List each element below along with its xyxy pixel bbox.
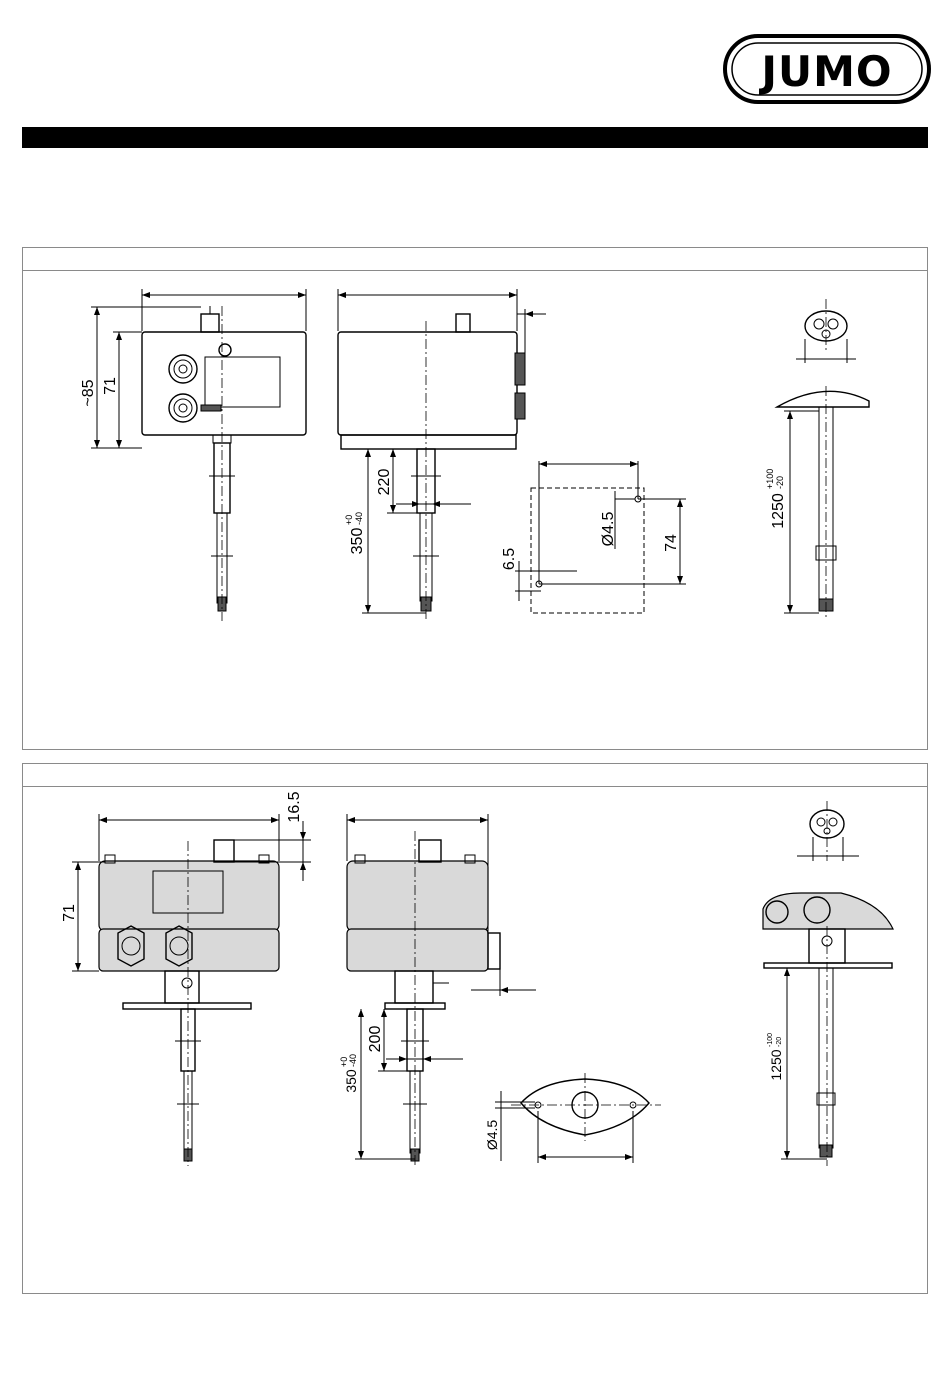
dim-length-tol-lower-2: -40 — [348, 1054, 358, 1067]
dim-cable-tol-lower-1: -20 — [775, 476, 785, 489]
dim-insertion-min-1: 220 — [376, 469, 393, 496]
dim-hole-diameter-2: Ø4.5 — [484, 1120, 500, 1151]
dim-cable-tol-upper-2: -100 — [767, 1033, 774, 1047]
dim-length-base-2: 350 — [343, 1069, 359, 1093]
side-view-1 — [338, 314, 525, 621]
dim-cable-tol-upper-1: +100 — [765, 469, 775, 489]
front-view-1 — [142, 306, 306, 621]
panel-1-drawing: ~85 71 — [23, 248, 929, 751]
dim-cable-length-2: 1250 — [768, 1049, 784, 1080]
dim-height-outer: ~85 — [80, 379, 97, 406]
dim-top-offset: 16.5 — [286, 791, 303, 822]
dim-length-tol-upper-1: +0 — [344, 515, 354, 525]
dim-height-inner: 71 — [102, 377, 119, 395]
dim-length-tol-lower-1: -40 — [354, 512, 364, 525]
logo-text: JUMO — [758, 47, 892, 96]
jumo-logo: JUMO — [722, 33, 932, 105]
dim-length-base-1: 350 — [349, 528, 366, 555]
cable-probe-view-2 — [763, 801, 893, 1166]
cable-probe-view-1 — [777, 299, 869, 619]
dim-cable-length-1: 1250 — [770, 493, 787, 529]
dim-hole-offset: 6.5 — [501, 548, 518, 570]
dim-height-2: 71 — [61, 904, 78, 922]
dim-insertion-min-2: 200 — [367, 1026, 384, 1053]
drawing-panel-1: ~85 71 — [22, 247, 928, 750]
header-bar — [22, 127, 928, 148]
side-view-2 — [347, 831, 500, 1166]
flange-template-2 — [495, 1073, 661, 1163]
dim-hole-spacing: 74 — [663, 534, 680, 552]
front-view-2 — [99, 840, 279, 1166]
dim-hole-diameter-1: Ø4.5 — [600, 512, 617, 547]
dim-cable-tol-lower-2: -20 — [776, 1037, 783, 1047]
panel-2-drawing: 16.5 71 — [23, 764, 929, 1295]
drawing-panel-2: 16.5 71 — [22, 763, 928, 1294]
